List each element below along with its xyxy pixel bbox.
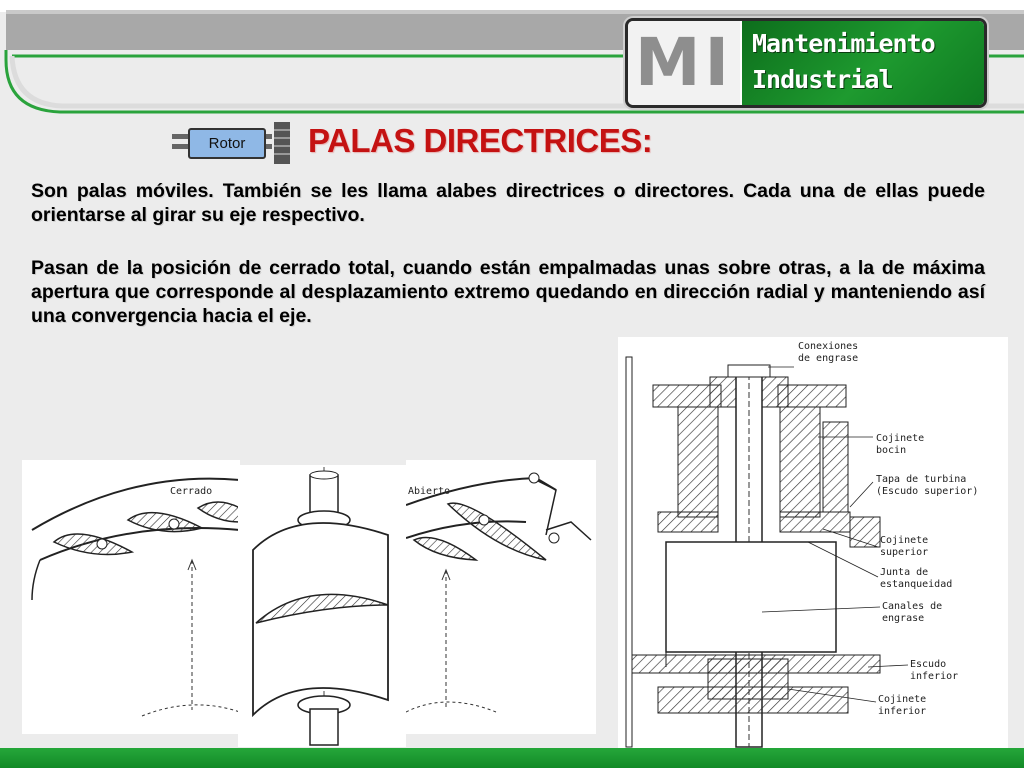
label-cojinete-superior-1: Cojinete <box>880 535 928 546</box>
figure-vane-perspective <box>238 465 406 747</box>
paragraph-1: Son palas móviles. También se les llama … <box>31 180 985 226</box>
label-escudo-inferior-1: Escudo <box>910 659 946 670</box>
label-cojinete-bocin-2: bocin <box>876 445 906 456</box>
label-conexiones-1: Conexiones <box>798 341 858 352</box>
brand-logo: MI Mantenimiento Industrial <box>625 18 987 108</box>
rotor-shaft-icon <box>172 122 290 164</box>
logo-mark: MI <box>628 21 740 105</box>
label-cojinete-inferior-2: inferior <box>878 706 926 717</box>
closed-label: Cerrado <box>170 486 212 497</box>
logo-text-panel: Mantenimiento Industrial <box>742 21 984 105</box>
label-canales-2: engrase <box>882 613 924 624</box>
label-cojinete-bocin-1: Cojinete <box>876 433 924 444</box>
open-vane-1 <box>412 536 479 561</box>
logo-line-2: Industrial <box>752 65 894 94</box>
rotor-badge: Rotor <box>170 122 294 164</box>
figure-closed-vanes: Cerrado <box>22 460 240 734</box>
logo-line-1: Mantenimiento <box>752 29 936 58</box>
figure-open-vanes: Abierto <box>406 460 596 734</box>
label-junta-2: estanqueidad <box>880 579 952 590</box>
label-tapa-1: Tapa de turbina <box>876 474 966 485</box>
label-escudo-inferior-2: inferior <box>910 671 958 682</box>
label-canales-1: Canales de <box>882 601 942 612</box>
label-cojinete-superior-2: superior <box>880 547 928 558</box>
paragraph-2: Pasan de la posición de cerrado total, c… <box>31 257 985 327</box>
rotor-label: Rotor <box>188 128 266 159</box>
open-label: Abierto <box>408 486 450 497</box>
figure-sectional-view: Conexiones de engrase Cojinete bocin Tap… <box>618 337 1008 749</box>
label-junta-1: Junta de <box>880 567 928 578</box>
label-conexiones-2: de engrase <box>798 353 858 364</box>
closed-vane-3 <box>196 501 240 523</box>
footer-bar <box>0 748 1024 768</box>
closed-vane-2 <box>126 511 205 533</box>
closed-vane-1 <box>52 533 135 556</box>
open-vane-2 <box>446 502 547 561</box>
slide-title: PALAS DIRECTRICES: <box>308 122 653 159</box>
label-cojinete-inferior-1: Cojinete <box>878 694 926 705</box>
label-tapa-2: (Escudo superior) <box>876 486 978 497</box>
